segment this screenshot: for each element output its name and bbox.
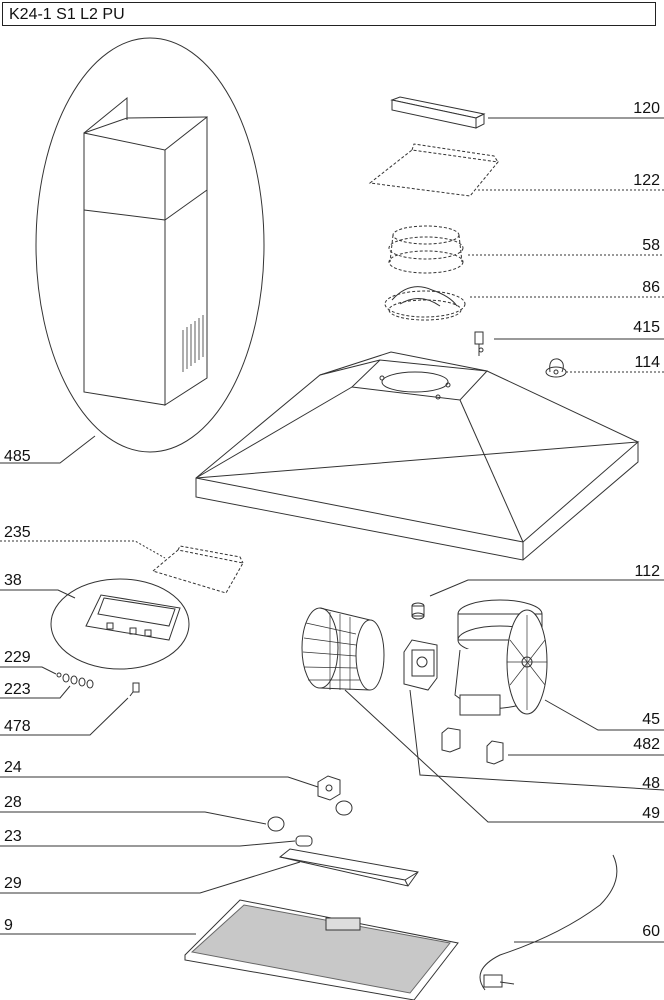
callout-60: 60 [642, 923, 660, 940]
callout-120: 120 [633, 100, 660, 117]
callout-415: 415 [633, 319, 660, 336]
callout-45: 45 [642, 711, 660, 728]
bracket-482-part [441, 727, 504, 765]
callout-478: 478 [4, 718, 31, 735]
callout-9: 9 [4, 917, 13, 934]
leader-229 [0, 666, 57, 675]
chimney-cover-part [35, 37, 265, 453]
filter-tray-part [151, 545, 244, 594]
callout-48: 48 [642, 775, 660, 792]
callout-482: 482 [633, 736, 660, 753]
lamp-cap-part [267, 800, 353, 832]
hood-canopy-part [195, 351, 640, 561]
leader-223 [0, 685, 71, 699]
leader-485 [0, 435, 96, 464]
callout-58: 58 [642, 237, 660, 254]
control-panel-part [50, 578, 190, 670]
callout-223: 223 [4, 681, 31, 698]
top-bracket-part [390, 96, 486, 129]
grease-filter-part [184, 899, 459, 1000]
leader-29 [0, 861, 301, 894]
title-box: K24-1 S1 L2 PU [2, 2, 656, 26]
motor-plate-part [403, 639, 438, 691]
callout-24: 24 [4, 759, 22, 776]
motor-part [454, 599, 548, 716]
leader-24 [0, 776, 319, 788]
lamp-bar-part [278, 848, 419, 887]
callout-49: 49 [642, 805, 660, 822]
clip-part [474, 331, 484, 356]
switch-part [129, 682, 140, 697]
lamp-holder-part [317, 775, 341, 801]
fan-wheel-part [301, 607, 385, 691]
power-cable-part [479, 854, 618, 991]
leader-23 [0, 840, 296, 847]
capacitor-part [411, 602, 425, 620]
lamp-tube-part [295, 835, 313, 847]
callout-114: 114 [634, 354, 660, 371]
callout-485: 485 [4, 448, 31, 465]
callout-229: 229 [4, 649, 31, 666]
callout-23: 23 [4, 828, 22, 845]
callout-235: 235 [4, 524, 31, 541]
cable-holder-part [545, 358, 567, 378]
collar-part [388, 225, 464, 274]
callout-28: 28 [4, 794, 22, 811]
diagram-title: K24-1 S1 L2 PU [9, 6, 125, 23]
leader-235 [0, 540, 166, 559]
leader-48 [409, 689, 664, 791]
plate-part [368, 143, 499, 197]
buttons-part [56, 672, 94, 689]
leader-45 [544, 699, 664, 731]
callout-122: 122 [633, 172, 660, 189]
leader-112 [429, 579, 664, 597]
leader-49 [344, 689, 664, 823]
leader-478 [0, 697, 129, 736]
valve-part [384, 286, 466, 321]
callout-112: 112 [634, 563, 660, 580]
callout-86: 86 [642, 279, 660, 296]
leader-38 [0, 589, 76, 599]
callout-38: 38 [4, 572, 22, 589]
leader-28 [0, 811, 267, 825]
callout-29: 29 [4, 875, 22, 892]
